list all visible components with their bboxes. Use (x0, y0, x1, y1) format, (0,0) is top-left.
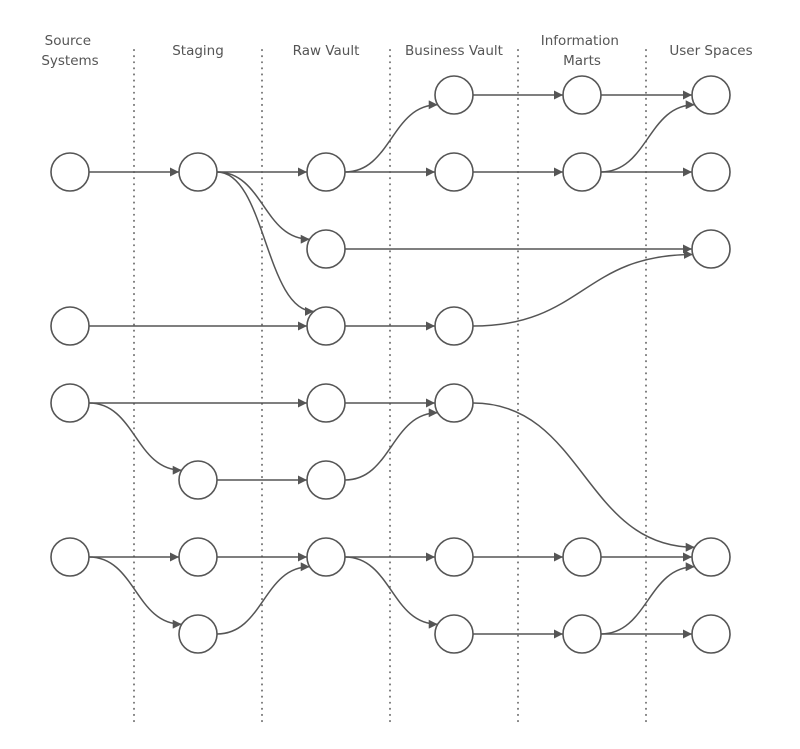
flow-node-im1 (562, 75, 602, 115)
flow-node-raw1 (306, 152, 346, 192)
column-header-business-vault: Business Vault (405, 43, 503, 59)
flow-nodes (50, 75, 731, 654)
flow-node-bv4 (434, 383, 474, 423)
flow-edge-im4-us4 (600, 562, 695, 635)
header-line: Staging (172, 43, 224, 59)
flow-node-src4 (50, 537, 90, 577)
flow-node-src2 (50, 306, 90, 346)
flow-node-raw2 (306, 229, 346, 269)
flow-node-raw6 (306, 537, 346, 577)
flow-node-us1 (691, 75, 731, 115)
header-line: Business Vault (405, 43, 503, 59)
flow-node-bv3 (434, 306, 474, 346)
header-line: Raw Vault (293, 43, 360, 59)
flow-edge-raw5-bv4 (344, 408, 438, 481)
flow-edge-stg1-raw3 (216, 171, 314, 316)
flow-edge-src4-stg4 (88, 556, 182, 629)
flow-node-raw3 (306, 306, 346, 346)
flow-edge-raw6-bv6 (344, 556, 438, 629)
column-headers: Source Systems Staging Raw Vault Busines… (41, 33, 752, 69)
column-header-information-marts: Information Marts (541, 33, 623, 69)
flow-node-im3 (562, 537, 602, 577)
flow-node-stg3 (178, 537, 218, 577)
flow-edges (88, 90, 695, 639)
flow-node-bv2 (434, 152, 474, 192)
flow-node-stg2 (178, 460, 218, 500)
flow-node-src3 (50, 383, 90, 423)
flow-node-src1 (50, 152, 90, 192)
flow-edge-stg1-raw2 (216, 171, 310, 244)
column-header-raw-vault: Raw Vault (293, 43, 360, 59)
flow-node-bv6 (434, 614, 474, 654)
header-line: Information (541, 33, 619, 49)
flow-node-im2 (562, 152, 602, 192)
header-line: Systems (41, 53, 98, 69)
flow-node-bv5 (434, 537, 474, 577)
flow-edge-src3-stg2 (88, 402, 182, 475)
flow-node-bv1 (434, 75, 474, 115)
column-dividers (133, 49, 647, 723)
flow-edge-bv3-us3 (472, 249, 693, 327)
flow-node-us5 (691, 614, 731, 654)
header-line: Marts (563, 53, 601, 69)
flow-edge-raw1-bv1 (344, 100, 438, 173)
flow-node-us4 (691, 537, 731, 577)
header-line: Source (45, 33, 91, 49)
flow-node-im4 (562, 614, 602, 654)
flow-node-raw5 (306, 460, 346, 500)
flow-node-stg1 (178, 152, 218, 192)
column-header-staging: Staging (172, 43, 224, 59)
column-header-source-systems: Source Systems (41, 33, 98, 69)
flow-edge-im2-us1 (600, 100, 695, 173)
flow-node-us2 (691, 152, 731, 192)
flow-edge-stg4-raw6 (216, 562, 310, 635)
flow-edge-bv4-us4 (472, 402, 695, 552)
column-header-user-spaces: User Spaces (669, 43, 752, 59)
flow-node-stg4 (178, 614, 218, 654)
flow-node-raw4 (306, 383, 346, 423)
header-line: User Spaces (669, 43, 752, 59)
flow-node-us3 (691, 229, 731, 269)
